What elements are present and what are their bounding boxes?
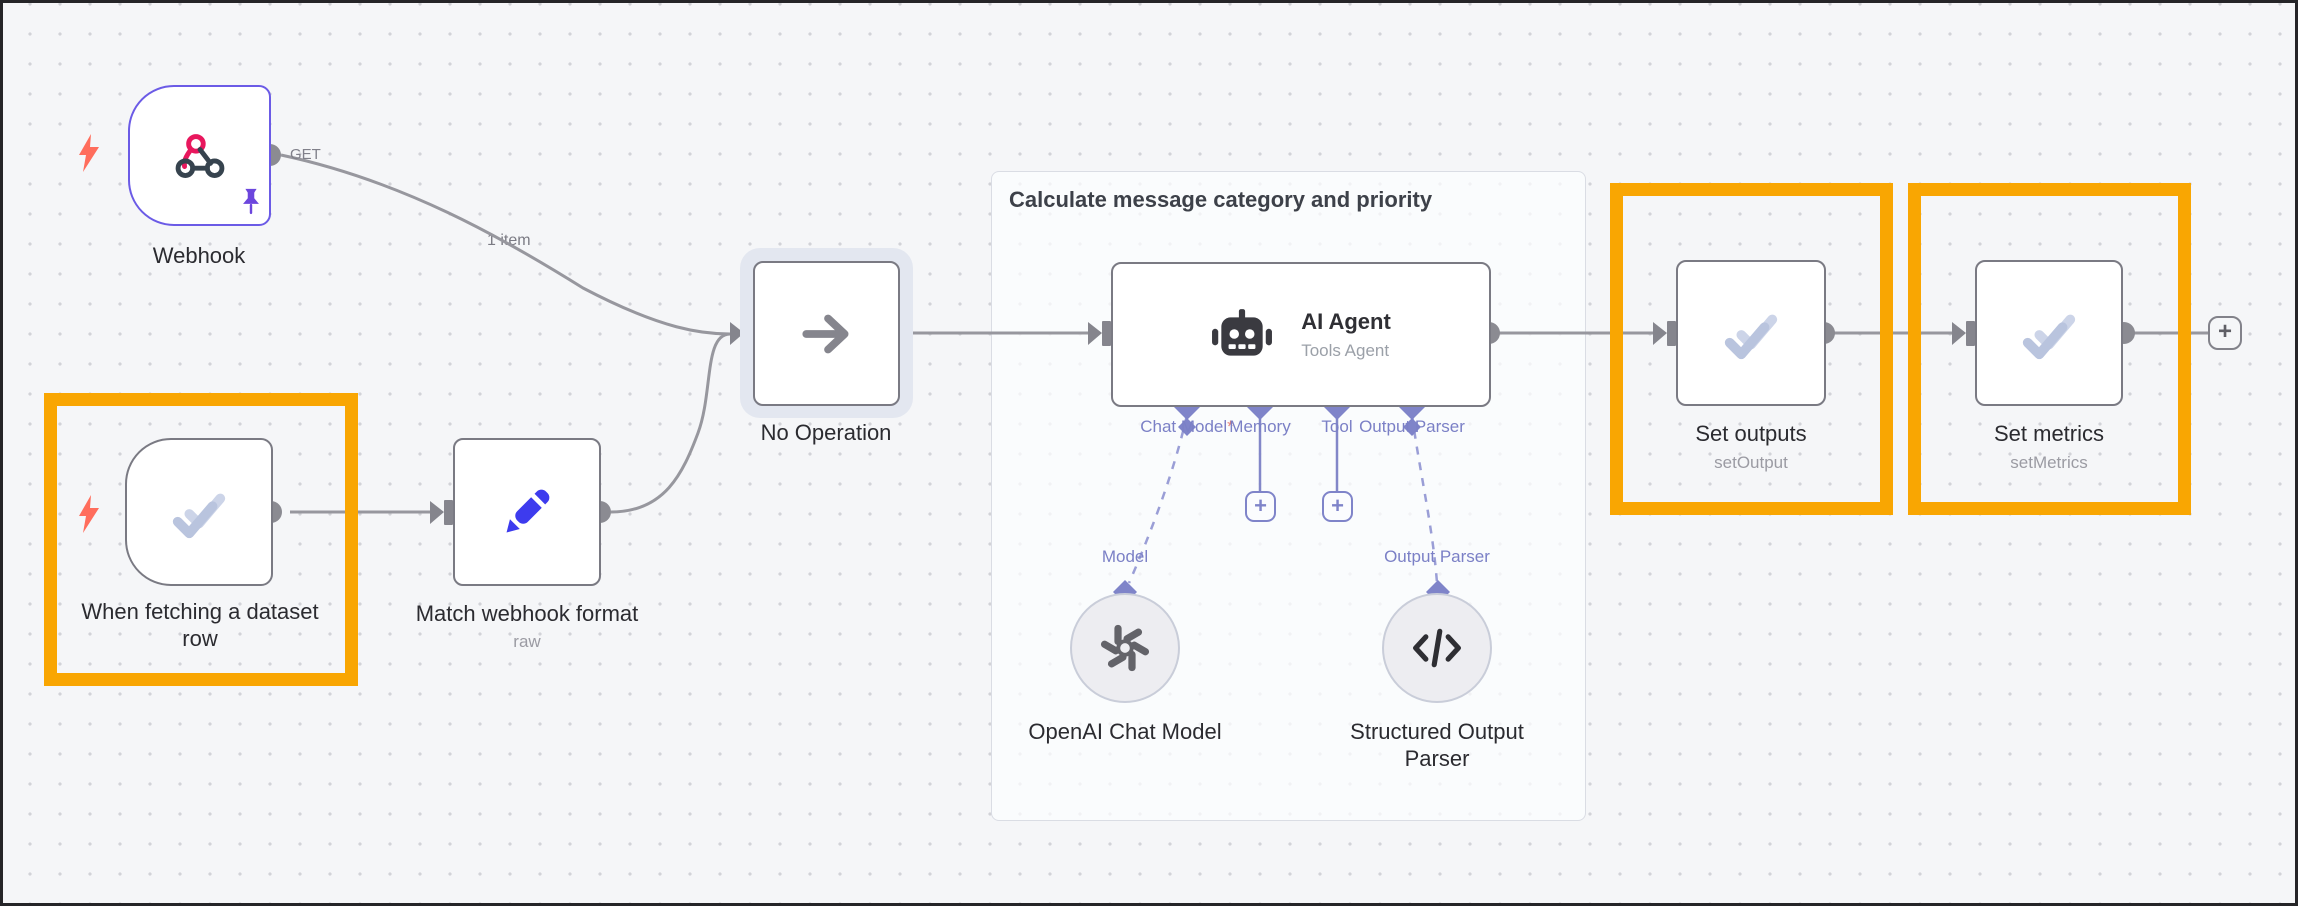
openai-icon — [1100, 624, 1150, 672]
node-title-ai-agent: AI Agent — [1301, 308, 1391, 334]
port-label-chat-model: Chat Model* — [1140, 417, 1234, 436]
node-structured-output-parser[interactable] — [1382, 593, 1492, 703]
highlight-box-when-fetching — [44, 393, 358, 686]
webhook-icon — [175, 133, 224, 178]
node-label-openai: OpenAI Chat Model — [1028, 719, 1222, 744]
port-label-memory: Memory — [1229, 417, 1291, 436]
add-node-button[interactable]: + — [2208, 316, 2242, 350]
add-tool-button[interactable]: + — [1322, 491, 1353, 522]
node-when-fetching[interactable] — [125, 438, 273, 586]
wire-match-noop[interactable] — [610, 332, 731, 514]
node-match-format[interactable] — [453, 438, 601, 586]
node-label-set-metrics: Set metrics — [1993, 421, 2105, 446]
double-check-icon — [172, 493, 226, 539]
double-check-icon — [2022, 314, 2076, 360]
port-label-tool: Tool — [1321, 417, 1353, 436]
port-label-output-parser-sub: Output Parser — [1384, 547, 1490, 566]
wire-webhook-noop[interactable] — [280, 153, 731, 336]
port-input-agent[interactable] — [1088, 321, 1111, 346]
double-check-icon — [1724, 314, 1778, 360]
node-openai-chat-model[interactable] — [1070, 593, 1180, 703]
node-ai-agent[interactable]: AI Agent Tools Agent — [1111, 262, 1491, 407]
port-input-match[interactable] — [430, 500, 453, 525]
pencil-icon — [506, 489, 550, 533]
node-subtitle-set-metrics: setMetrics — [2010, 453, 2088, 472]
add-memory-button[interactable]: + — [1245, 491, 1276, 522]
highlight-box-set-outputs — [1610, 183, 1893, 515]
node-label-when-fetching: When fetching a dataset row — [81, 599, 319, 651]
port-diamond-output-parser-end — [1403, 418, 1421, 436]
group-title: Calculate message category and priority — [1009, 187, 1433, 212]
node-label-set-outputs: Set outputs — [1695, 421, 1807, 446]
pin-icon — [243, 188, 259, 215]
port-input-setmetrics[interactable] — [1952, 321, 1975, 346]
code-icon — [1413, 628, 1461, 668]
node-no-operation[interactable] — [753, 261, 900, 406]
node-subtitle-ai-agent: Tools Agent — [1301, 340, 1390, 360]
port-label-model: Model — [1101, 547, 1149, 566]
highlight-box-set-metrics — [1908, 183, 2191, 515]
node-subtitle-set-outputs: setOutput — [1714, 453, 1788, 472]
webhook-method-label: GET — [290, 146, 321, 163]
node-label-webhook: Webhook — [152, 243, 246, 268]
node-label-parser: Structured Output Parser — [1350, 719, 1524, 771]
port-diamond-chat-model-end — [1178, 418, 1196, 436]
trigger-bolt-icon — [79, 495, 99, 533]
trigger-bolt-icon — [79, 134, 99, 172]
items-count-label: 1 item — [487, 232, 531, 249]
port-label-output-parser: Output Parser — [1359, 417, 1465, 436]
node-set-metrics[interactable] — [1975, 260, 2123, 406]
node-webhook[interactable] — [128, 85, 271, 226]
arrow-right-icon — [801, 314, 848, 353]
robot-icon — [1212, 308, 1273, 356]
node-set-outputs[interactable] — [1676, 260, 1826, 406]
node-label-match-format: Match webhook format — [415, 601, 639, 626]
node-subtitle-match-format: raw — [513, 632, 541, 651]
node-label-no-operation: No Operation — [760, 420, 892, 445]
wire-agent-outputparser[interactable] — [1410, 414, 1439, 584]
required-marker: * — [1227, 417, 1234, 436]
port-input-setoutputs[interactable] — [1653, 321, 1676, 346]
wire-agent-chatmodel[interactable] — [1127, 414, 1189, 584]
